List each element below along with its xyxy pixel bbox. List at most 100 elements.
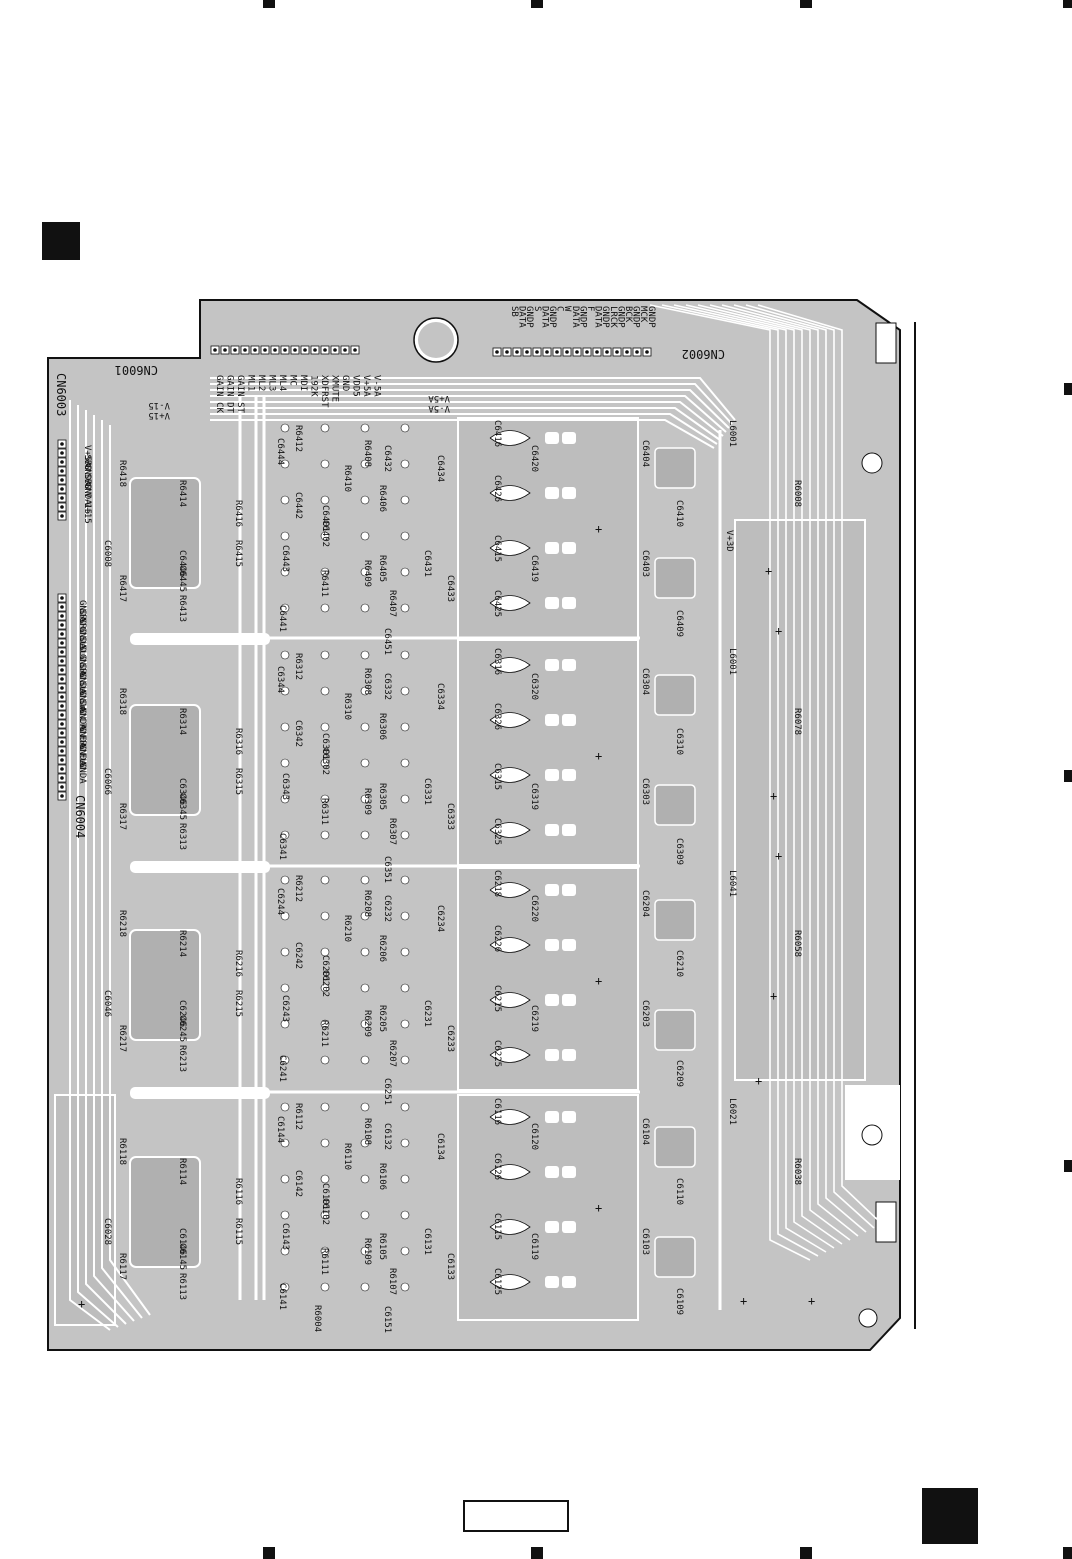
- pad-0-2-1: [320, 495, 330, 505]
- ref-ch2-4: R6210: [342, 915, 352, 942]
- cn6001-header-hole-3: [243, 348, 247, 352]
- ref-ch1-6: C6134: [435, 1133, 445, 1160]
- pad-3-1-2: [360, 1138, 370, 1148]
- ref-ch3-20: R6309: [362, 788, 372, 815]
- pad-1-1-1: [320, 686, 330, 696]
- ref-ch1-11: C6104: [640, 1118, 650, 1145]
- cap-outline-2-3: [489, 1047, 531, 1063]
- cn6004-pin-label-18: GNDA: [77, 762, 87, 784]
- cn6001-header-hole-11: [323, 348, 327, 352]
- pad-0-3-2: [360, 531, 370, 541]
- ref-ch2-14: R6058: [792, 930, 802, 957]
- cn6002-pin-label-12: GNDP: [600, 306, 610, 328]
- cn6001-pin-label-5: ML3: [267, 375, 277, 391]
- transistor-0-0: [654, 447, 696, 489]
- cn6001-header: [210, 345, 360, 355]
- ref-ch1-15: C6102: [320, 1198, 330, 1225]
- cn6004-pin-label-1: SRO: [77, 609, 87, 625]
- cn6001-pin-label-6: ML4: [277, 375, 287, 391]
- cn6004-header-hole-2: [60, 614, 64, 618]
- ref-ch2-26: C6219: [529, 1005, 539, 1032]
- ground-plane-1: [457, 639, 639, 866]
- ref-ch1-27: C6125: [492, 1268, 502, 1295]
- pad-3-3-3: [400, 1210, 410, 1220]
- plus-marker-left: +: [78, 1297, 85, 1311]
- ref-ch2-20: R6209: [362, 1010, 372, 1037]
- cap-pad-a-1-3: [545, 824, 559, 836]
- pad-2-5-1: [320, 1055, 330, 1065]
- mounting-hole-right-2: [861, 1124, 883, 1146]
- cn6003-pin-label-1: SBO: [82, 455, 92, 471]
- cn6001-pin-label-1: GAIN DT: [225, 375, 235, 414]
- ref-ch2-3: R6208: [362, 890, 372, 917]
- cn6001-header-hole-1: [223, 348, 227, 352]
- ref-ch2-37: R6218: [117, 910, 127, 937]
- registration-mark-top-4: [1063, 0, 1072, 8]
- pad-0-0-1: [320, 423, 330, 433]
- registration-mark-right-3: [1064, 1160, 1072, 1172]
- registration-mark-right-2: [1064, 770, 1072, 782]
- ref-ch2-39: C6046: [102, 990, 112, 1017]
- ref-ch4-30: C6451: [382, 628, 392, 655]
- ref-ch1-21: R6105: [377, 1233, 387, 1260]
- cap-outline-3-3: [489, 1274, 531, 1290]
- cn6004-pin-label-9: SLO: [77, 681, 87, 697]
- ref-ch3-11: C6304: [640, 668, 650, 695]
- ref-ch2-34: C6246: [177, 1000, 187, 1027]
- mounting-hole-right-1: [861, 452, 883, 474]
- ref-ch1-28: C6103: [640, 1228, 650, 1255]
- ref-ch4-19: R6411: [319, 570, 329, 597]
- bus-trace-left-1: [77, 405, 119, 1328]
- cn6001-header-hole-13: [343, 348, 347, 352]
- bus-trace-top-3: [210, 395, 727, 433]
- rail-label-vplus5a: V+5A: [428, 393, 450, 403]
- ref-ch1-19: R6111: [319, 1248, 329, 1275]
- power-plus-marker-0: +: [765, 564, 772, 578]
- cap-outline-1-1: [489, 712, 531, 728]
- ref-ch3-15: C6302: [320, 748, 330, 775]
- ref-ch3-38: R6317: [117, 803, 127, 830]
- pad-3-1-1: [320, 1138, 330, 1148]
- cn6001-header-hole-12: [333, 348, 337, 352]
- bus-trace-top-7: [210, 419, 715, 449]
- ref-ch1-1: C6142: [293, 1170, 303, 1197]
- cn6004-pin-label-2: SRO: [77, 618, 87, 634]
- ref-ch3-1: C6342: [293, 720, 303, 747]
- ref-ch2-6: C6234: [435, 905, 445, 932]
- cap-outline-1-0: [489, 657, 531, 673]
- cn6002-pin-label-1: DATA: [517, 306, 527, 328]
- ref-ch1-32: R6115: [233, 1218, 243, 1245]
- cn6004-pin-label-4: SLO: [77, 636, 87, 652]
- pad-3-4-0: [280, 1246, 290, 1256]
- cap-pad-b-3-2: [562, 1221, 576, 1233]
- cn6002-header-hole-15: [645, 350, 649, 354]
- cn6001-header-hole-8: [293, 348, 297, 352]
- cn6001-pin-label-0: GAIN CK: [214, 375, 224, 414]
- power-plus-marker-6: +: [740, 1294, 747, 1308]
- pad-1-1-2: [360, 686, 370, 696]
- cap-pad-a-3-1: [545, 1166, 559, 1178]
- rail-label-vminus5a: V-5A: [428, 403, 450, 413]
- cap-pad-a-2-2: [545, 994, 559, 1006]
- cn6004-pin-label-16: GNDA: [77, 744, 87, 766]
- ref-ch2-35: C6245: [177, 1015, 187, 1042]
- bus-trace-right-8: [745, 304, 875, 1229]
- cn6001-pin-label-9: 192K: [309, 375, 319, 397]
- ref-ch3-18: C6341: [277, 833, 287, 860]
- ref-ch4-25: C6415: [492, 535, 502, 562]
- ref-ch2-0: C6244: [275, 888, 285, 915]
- ref-ch3-13: L6001: [727, 648, 737, 675]
- bus-trace-right-5: [709, 304, 851, 1241]
- ref-ch4-0: C6444: [275, 438, 285, 465]
- mounting-hole-right-3: [858, 1308, 878, 1328]
- cn6004-header-hole-22: [60, 794, 64, 798]
- ref-ch4-5: C6432: [382, 445, 392, 472]
- cn6004-pin-label-14: GNDA: [77, 726, 87, 748]
- pad-3-2-2: [360, 1174, 370, 1184]
- ref-ch4-7: R6406: [377, 485, 387, 512]
- power-plus-marker-4: +: [770, 989, 777, 1003]
- cn6003-header-hole-0: [60, 442, 64, 446]
- cap-pad-a-3-0: [545, 1111, 559, 1123]
- cn6003-pin-label-2: GNDA: [82, 464, 92, 486]
- ref-ch1-23: C6133: [445, 1253, 455, 1280]
